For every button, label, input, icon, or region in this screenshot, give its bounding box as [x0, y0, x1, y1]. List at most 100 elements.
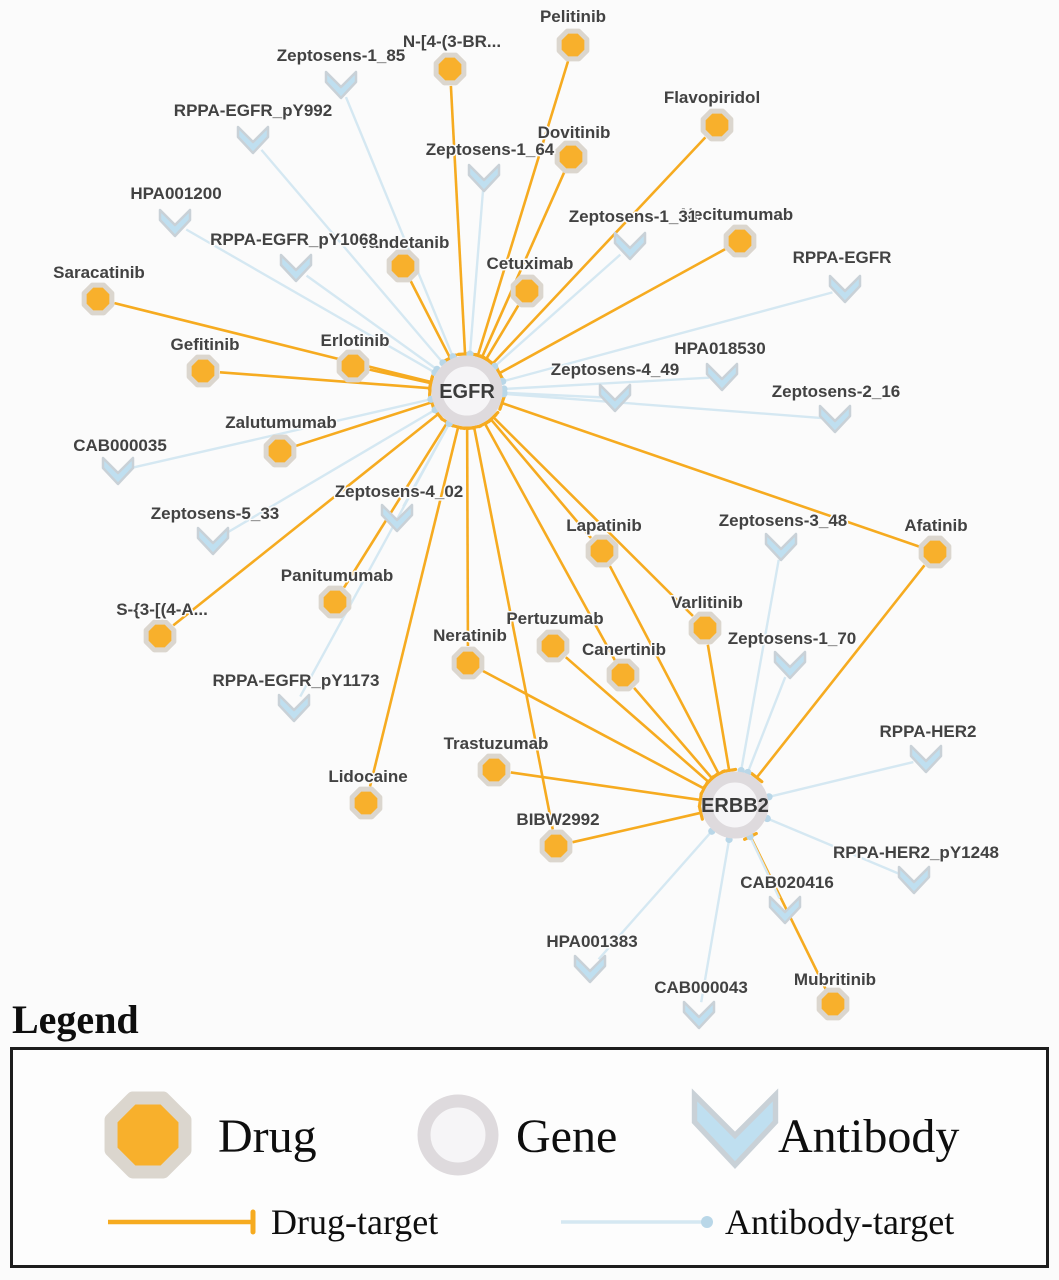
node-label-z164: Zeptosens-1_64: [426, 140, 555, 159]
antibody-node-z533: [196, 526, 230, 556]
edge-rppa_py1068-egfr: [305, 274, 438, 371]
edge-cab020416-erbb2: [748, 836, 781, 899]
node-label-hpa018530: HPA018530: [674, 339, 765, 358]
node-label-zalutumumab: Zalutumumab: [225, 413, 336, 432]
antibody-node-rppa_py1173: [277, 693, 311, 723]
node-label-panitumumab: Panitumumab: [281, 566, 393, 585]
node-label-lidocaine: Lidocaine: [328, 767, 407, 786]
edge-z185-egfr: [344, 96, 455, 358]
node-label-z131: Zeptosens-1_31: [569, 207, 698, 226]
node-label-necitumumab: Necitumumab: [681, 205, 793, 224]
drug-node-erlotinib: [336, 349, 370, 383]
node-label-cab000035: CAB000035: [73, 436, 167, 455]
node-label-rppa_egfr: RPPA-EGFR: [793, 248, 892, 267]
edge-cetuximab-egfr: [484, 304, 520, 360]
drug-node-neratinib: [451, 646, 485, 680]
antibody-node-z131: [613, 231, 647, 261]
edge-hpa001200-egfr: [185, 228, 436, 374]
edge-lapatinib-egfr: [489, 418, 593, 539]
edge-panitumumab-egfr: [342, 421, 449, 589]
label-layer: EGFRERBB2PelitinibN-[4-(3-BR...Dovitinib…: [52, 6, 1001, 999]
node-layer: [81, 28, 952, 1030]
drug-node-gefitinib: [186, 354, 220, 388]
legend-gene-label: Gene: [516, 1110, 617, 1163]
edge-rppa_her2_py1248-erbb2: [766, 817, 903, 877]
edge-vandetanib-egfr: [409, 280, 452, 359]
edge-afatinib-erbb2: [755, 564, 926, 779]
antibody-node-cab000043: [682, 1000, 716, 1030]
antibody-node-rppa_egfr: [828, 274, 862, 304]
node-label-dovitinib: Dovitinib: [538, 123, 611, 142]
node-label-rppa_py1068: RPPA-EGFR_pY1068: [210, 230, 378, 249]
legend-gene-icon: [417, 1094, 499, 1176]
edge-tee-pertuzumab-erbb2: [702, 775, 715, 789]
edge-cab000035-egfr: [130, 398, 432, 470]
antibody-node-z348: [764, 532, 798, 562]
drug-node-pertuzumab: [536, 629, 570, 663]
node-label-trastuzumab: Trastuzumab: [444, 734, 549, 753]
node-label-varlitinib: Varlitinib: [671, 593, 743, 612]
edge-tee-varlitinib-erbb2: [721, 767, 738, 774]
gene-node-erbb2: [701, 771, 769, 839]
edge-erlotinib-egfr: [369, 368, 432, 385]
node-label-rppa_py1173: RPPA-EGFR_pY1173: [213, 671, 380, 690]
edge-bibw2992-egfr: [472, 427, 555, 830]
node-label-hpa001383: HPA001383: [546, 932, 637, 951]
edge-tee-necitumumab-egfr: [494, 365, 505, 381]
antibody-node-z170: [773, 650, 807, 680]
antibody-node-z449: [598, 383, 632, 413]
drug-node-s3a: [143, 619, 177, 653]
legend-antibody-label: Antibody: [778, 1110, 959, 1163]
node-label-cab020416: CAB020416: [740, 873, 834, 892]
node-label-z449: Zeptosens-4_49: [551, 360, 680, 379]
antibody-node-z164: [467, 163, 501, 193]
edge-tee-afatinib-egfr: [498, 395, 506, 411]
edge-tee-bibw2992-egfr: [466, 424, 483, 431]
drug-node-mubritinib: [816, 987, 850, 1021]
edge-canertinib-erbb2: [633, 687, 714, 780]
antibody-node-cab000035: [101, 456, 135, 486]
drug-node-varlitinib: [688, 611, 722, 645]
edge-dovitinib-egfr: [480, 172, 566, 358]
edge-tee-afatinib-erbb2: [750, 771, 764, 784]
antibody-node-z185: [324, 70, 358, 100]
edge-hpa018530-egfr: [503, 376, 710, 391]
antibody-node-hpa001383: [573, 954, 607, 984]
node-label-flavopiridol: Flavopiridol: [664, 88, 760, 107]
drug-node-pelitinib: [556, 28, 590, 62]
drug-node-vandetanib: [386, 249, 420, 283]
node-label-hpa001200: HPA001200: [130, 184, 221, 203]
edge-gefitinib-egfr: [219, 370, 431, 390]
edge-neratinib-egfr: [465, 427, 470, 647]
drug-node-panitumumab: [318, 585, 352, 619]
drug-node-afatinib: [918, 535, 952, 569]
node-label-gefitinib: Gefitinib: [171, 335, 240, 354]
antibody-node-hpa018530: [705, 362, 739, 392]
edge-rppa_py1173-egfr: [299, 422, 451, 698]
antibody-node-z216: [818, 404, 852, 434]
edge-hpa001383-erbb2: [597, 830, 713, 961]
edge-varlitinib-egfr: [492, 416, 694, 617]
edge-z131-egfr: [493, 253, 622, 368]
antibody-node-hpa001200: [158, 208, 192, 238]
node-label-bibw2992: BIBW2992: [516, 810, 599, 829]
edge-neratinib-erbb2: [482, 669, 705, 790]
edge-tee-cetuximab-egfr: [478, 354, 494, 365]
antibody-node-rppa_py992: [236, 125, 270, 155]
legend-antibody-icon: [691, 1088, 779, 1170]
node-label-z170: Zeptosens-1_70: [728, 629, 857, 648]
edge-lidocaine-egfr: [368, 426, 460, 787]
node-label-rppa_her2: RPPA-HER2: [880, 722, 977, 741]
node-label-vandetanib: Vandetanib: [359, 233, 450, 252]
drug-node-saracatinib: [81, 282, 115, 316]
node-label-cab000043: CAB000043: [654, 978, 748, 997]
drug-node-lidocaine: [349, 786, 383, 820]
drug-node-trastuzumab: [477, 753, 511, 787]
edge-varlitinib-erbb2: [706, 644, 731, 771]
edge-cab000043-erbb2: [700, 839, 731, 1003]
edge-layer: [114, 60, 926, 1003]
node-label-pelitinib: Pelitinib: [540, 7, 606, 26]
node-label-egfr: EGFR: [439, 381, 495, 403]
node-label-z533: Zeptosens-5_33: [151, 504, 280, 523]
